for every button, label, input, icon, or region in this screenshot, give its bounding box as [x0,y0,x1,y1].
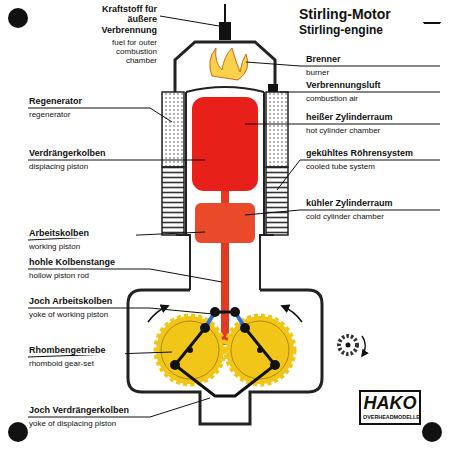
part-label: Rhombengetriebe [28,345,125,355]
part-label-en: hot cylinder chamber [305,126,440,135]
part-label: hohle Kolbenstange [28,257,136,267]
leader-line [245,124,440,125]
part-label-en: displacing piston [28,162,136,171]
logo-box [360,391,420,424]
part-label: Joch Verdrängerkolben [28,405,138,415]
part-label-en: yoke of working piston [28,310,125,319]
part-label: kühler Zylinderraum [305,198,440,208]
leader-line [28,108,172,122]
cylinder [162,87,288,345]
part-label-en: regenerator [28,110,136,119]
part-label-en: hollow piston rod [28,271,136,280]
part-label-en: cold cylinder chamber [305,212,440,221]
part-label: Regenerator [28,96,136,106]
part-label-en: combustion air [305,94,440,103]
part-label: Brenner [305,54,440,64]
leader-line [280,92,440,93]
part-label: Kraftstoff für äußere Verbrennung [92,4,158,35]
displacing-piston [192,97,258,191]
part-label: Verbrennungsluft [305,80,440,90]
part-label-en: fuel for outer combustion chamber [92,38,158,66]
logo-text: HAKO [362,393,418,414]
subtitle: Stirling-engine [298,24,443,38]
crankcase [128,290,365,424]
part-label: Arbeitskolben [28,228,136,238]
corner-dots [8,8,442,442]
part-label-en: rhomboid gear-set [28,359,125,368]
logo-subtext: OVERHEADMODELLE [362,414,418,420]
working-piston [195,203,255,243]
leader-line [28,160,205,161]
part-label: heißer Zylinderraum [305,112,440,122]
part-label: gekühltes Röhrensystem [305,148,440,158]
part-label: Verdrängerkolben [28,148,136,158]
part-label-en: working piston [28,242,136,251]
leader-line [277,160,440,190]
leader-line [28,398,210,417]
part-label-en: cooled tube system [305,162,440,171]
leader-line [28,269,222,282]
leader-line [160,16,219,26]
burner [175,4,278,95]
part-label: Joch Arbeitskolben [28,296,125,306]
title: Stirling-Motor [298,6,443,22]
part-label-en: burner [305,68,440,77]
part-label-en: yoke of displacing piston [28,419,138,428]
